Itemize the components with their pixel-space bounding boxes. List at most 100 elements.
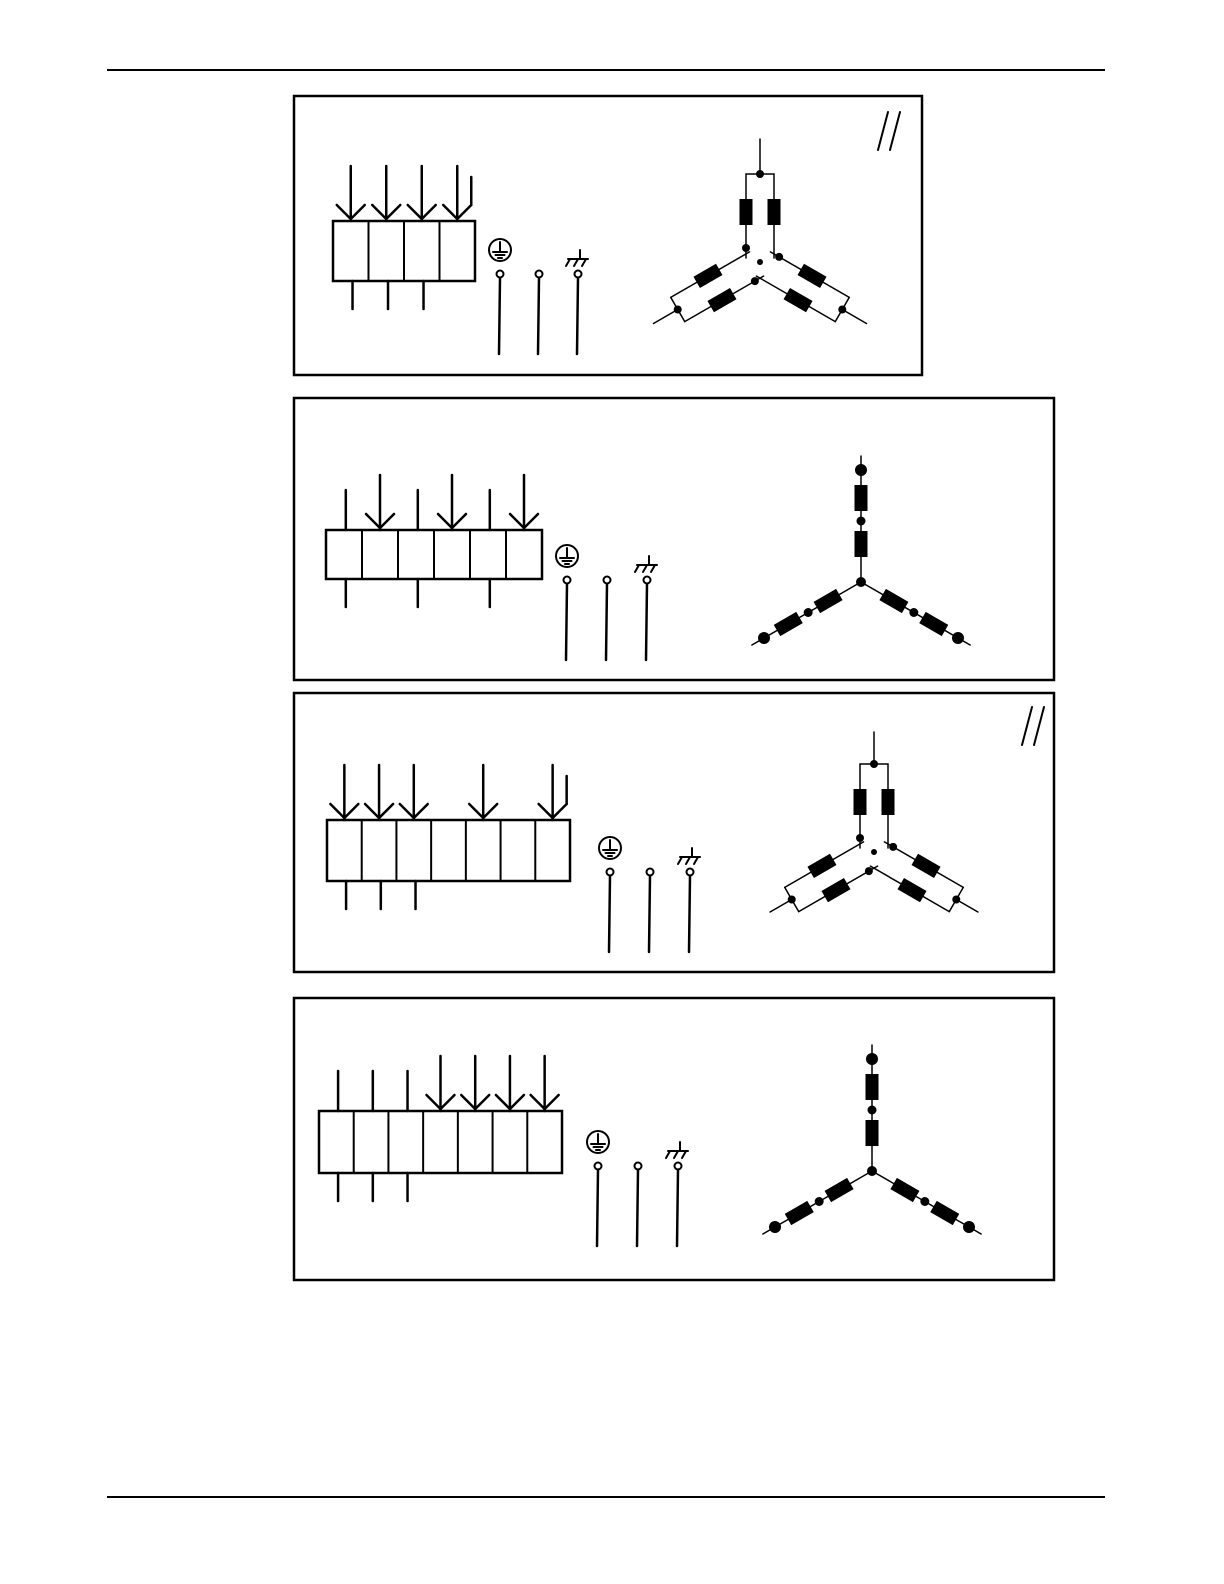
panel-frame (294, 96, 922, 375)
winding-coil (784, 288, 813, 312)
winding-coil (693, 264, 722, 288)
junction-dot (804, 608, 813, 617)
junction-dot (920, 1197, 929, 1206)
panel-4 (294, 998, 1054, 1280)
junction-dot (865, 867, 873, 875)
winding-coil (879, 589, 908, 613)
winding-coil (807, 854, 836, 878)
arrow-lead-icon (510, 475, 538, 530)
panel-frame (294, 693, 1054, 972)
junction-dot (909, 608, 918, 617)
terminal-dot (963, 1221, 975, 1233)
junction-dot (788, 896, 796, 904)
terminal-dot (769, 1221, 781, 1233)
junction-dot (868, 1106, 877, 1115)
star-winding (770, 732, 978, 912)
protective-earth-icon (556, 545, 578, 660)
terminal-dot (866, 1053, 878, 1065)
protective-earth-icon (489, 239, 511, 354)
junction-dot (756, 170, 764, 178)
winding-arm (653, 252, 763, 324)
junction-dot (857, 517, 866, 526)
neutral-point (856, 577, 866, 587)
protective-earth-icon (599, 837, 621, 952)
winding-coil (866, 1120, 879, 1146)
terminal-icon (635, 1163, 642, 1247)
winding-coil (768, 199, 781, 225)
neutral-point (757, 259, 763, 265)
junction-dot (775, 253, 783, 261)
winding-arm (861, 582, 970, 645)
winding-coil (890, 1178, 919, 1202)
winding-coil (814, 589, 843, 613)
winding-arm (872, 1171, 981, 1234)
panel-frame (294, 398, 1054, 680)
terminal-dot (855, 464, 867, 476)
star-winding (763, 1045, 981, 1234)
chassis-ground-icon (635, 556, 657, 660)
neutral-point (867, 1166, 877, 1176)
arrow-lead-icon (443, 166, 471, 221)
chassis-ground-icon (678, 848, 700, 952)
terminal-icon (647, 869, 654, 953)
winding-arm (866, 1045, 879, 1171)
winding-arm (752, 582, 861, 645)
arrow-lead-icon (408, 166, 436, 221)
panel-3 (294, 693, 1054, 972)
arrow-lead-icon (531, 1056, 559, 1111)
arrow-lead-icon (372, 166, 400, 221)
star-winding (752, 456, 970, 645)
protective-earth-icon (587, 1131, 609, 1246)
junction-dot (952, 896, 960, 904)
arrow-lead-icon (461, 1056, 489, 1111)
arrow-lead-icon (400, 765, 428, 820)
panel-1 (294, 96, 922, 375)
terminal-dot (758, 632, 770, 644)
winding-arm (756, 252, 866, 324)
junction-dot (856, 834, 864, 842)
chassis-ground-icon (666, 1142, 688, 1246)
terminal-block (319, 1111, 562, 1173)
winding-coil (855, 485, 868, 511)
chassis-ground-icon (566, 250, 588, 354)
arrow-lead-icon (438, 475, 466, 530)
panel-frame (294, 998, 1054, 1280)
arrow-lead-icon (427, 1056, 455, 1111)
terminal-block (327, 820, 570, 881)
winding-arm (763, 1171, 872, 1234)
arrow-lead-icon (469, 765, 497, 820)
winding-coil (774, 612, 803, 636)
terminal-dot (952, 632, 964, 644)
winding-coil (898, 878, 927, 902)
winding-coil (798, 264, 827, 288)
terminal-icon (604, 577, 611, 661)
winding-coil (866, 1074, 879, 1100)
winding-coil (919, 612, 948, 636)
winding-arm (870, 842, 977, 912)
arrow-lead-icon (496, 1056, 524, 1111)
winding-coil (882, 789, 895, 815)
winding-coil (912, 854, 941, 878)
winding-coil (707, 288, 736, 312)
parallel-mark-icon (1022, 707, 1044, 745)
arrow-lead-icon (539, 765, 567, 820)
winding-coil (854, 789, 867, 815)
winding-coil (740, 199, 753, 225)
arrow-lead-icon (337, 166, 365, 221)
winding-arm (855, 456, 868, 582)
arrow-lead-icon (365, 765, 393, 820)
winding-coil (821, 878, 850, 902)
winding-arm (740, 139, 781, 258)
star-winding (653, 139, 866, 324)
arrow-lead-icon (330, 765, 358, 820)
neutral-point (871, 849, 877, 855)
junction-dot (889, 843, 897, 851)
winding-arm (770, 842, 877, 912)
parallel-mark-icon (878, 112, 900, 150)
terminal-icon (536, 271, 543, 355)
junction-dot (742, 244, 750, 252)
junction-dot (838, 306, 846, 314)
junction-dot (870, 760, 878, 768)
junction-dot (751, 277, 759, 285)
